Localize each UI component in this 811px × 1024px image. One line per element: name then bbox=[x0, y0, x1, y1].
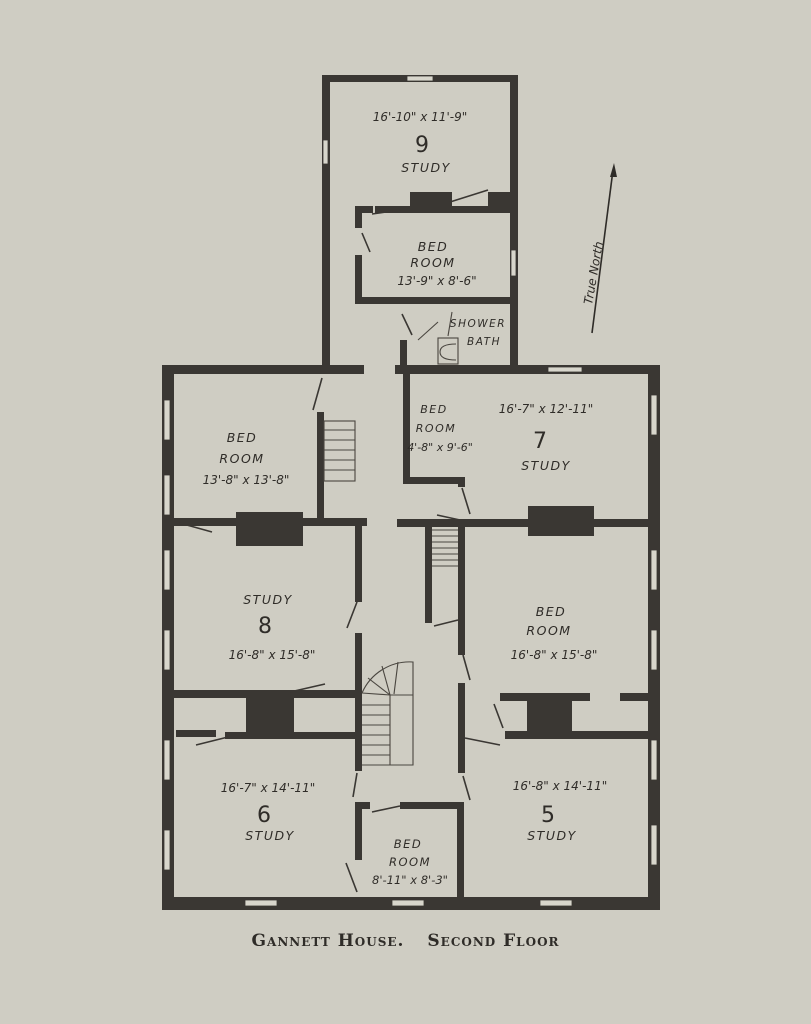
bed-small-label-2: ROOM bbox=[416, 422, 456, 435]
room-7-label: STUDY bbox=[521, 458, 570, 473]
room-6-number: 6 bbox=[257, 803, 271, 828]
true-north-label: True North bbox=[581, 240, 606, 305]
room-9-study: 16'-10" x 11'-9" 9 STUDY bbox=[373, 110, 467, 175]
bed-small-label-1: BED bbox=[420, 403, 447, 416]
bed-room-east: BED ROOM 16'-8" x 15'-8" bbox=[511, 604, 598, 662]
room-5-label: STUDY bbox=[527, 828, 576, 843]
stairs-curved bbox=[361, 661, 414, 766]
shower-label-1: SHOWER bbox=[450, 318, 506, 330]
room-8-label: STUDY bbox=[243, 592, 292, 607]
bed-small-dimensions: 4'-8" x 9'-6" bbox=[407, 441, 473, 454]
bed-room-upper: BED ROOM 13'-9" x 8'-6" bbox=[397, 239, 476, 288]
room-5-dimensions: 16'-8" x 14'-11" bbox=[513, 779, 607, 793]
shower-label-2: BATH bbox=[467, 336, 501, 348]
room-8-dimensions: 16'-8" x 15'-8" bbox=[229, 648, 316, 662]
plan-caption: Gannett House. Second Floor bbox=[0, 931, 811, 951]
bed-nw-label-2: ROOM bbox=[219, 451, 264, 466]
bed-nw-dimensions: 13'-8" x 13'-8" bbox=[203, 473, 290, 487]
bed-nw-label-1: BED bbox=[227, 430, 258, 445]
bed-room-small: BED ROOM 4'-8" x 9'-6" bbox=[407, 403, 473, 454]
room-7-dimensions: 16'-7" x 12'-11" bbox=[499, 402, 593, 416]
bed-upper-dimensions: 13'-9" x 8'-6" bbox=[397, 274, 476, 288]
room-6-dimensions: 16'-7" x 14'-11" bbox=[221, 781, 315, 795]
room-6-study: 16'-7" x 14'-11" 6 STUDY bbox=[221, 781, 315, 843]
shower-bath: SHOWER BATH bbox=[450, 318, 506, 348]
main-block-walls bbox=[162, 365, 660, 910]
bed-east-label-1: BED bbox=[536, 604, 567, 619]
room-6-label: STUDY bbox=[245, 828, 294, 843]
room-9-number: 9 bbox=[415, 133, 429, 158]
room-9-dimensions: 16'-10" x 11'-9" bbox=[373, 110, 467, 124]
north-arrow-line bbox=[591, 169, 614, 334]
caption-building: Gannett House. bbox=[251, 931, 405, 951]
bed-upper-label-1: BED bbox=[418, 239, 449, 254]
room-8-number: 8 bbox=[258, 614, 272, 639]
caption-floor: Second Floor bbox=[427, 931, 560, 951]
north-arrow: True North bbox=[581, 163, 617, 334]
room-8-study: STUDY 8 16'-8" x 15'-8" bbox=[229, 592, 316, 662]
bed-east-label-2: ROOM bbox=[526, 623, 571, 638]
room-5-number: 5 bbox=[541, 803, 555, 828]
room-7-number: 7 bbox=[533, 429, 547, 454]
north-wing-walls bbox=[322, 75, 518, 368]
bed-room-northwest: BED ROOM 13'-8" x 13'-8" bbox=[203, 430, 290, 487]
bed-south-label-1: BED bbox=[394, 837, 423, 851]
room-5-study: 16'-8" x 14'-11" 5 STUDY bbox=[513, 779, 607, 843]
room-9-label: STUDY bbox=[401, 160, 450, 175]
stairs-middle bbox=[432, 529, 458, 567]
room-7-study: 16'-7" x 12'-11" 7 STUDY bbox=[499, 402, 593, 473]
bed-upper-label-2: ROOM bbox=[410, 255, 455, 270]
north-arrow-head-icon bbox=[610, 163, 617, 177]
bed-south-dimensions: 8'-11" x 8'-3" bbox=[372, 873, 448, 887]
bed-east-dimensions: 16'-8" x 15'-8" bbox=[511, 648, 598, 662]
bed-south-label-2: ROOM bbox=[389, 855, 431, 869]
bed-room-south: BED ROOM 8'-11" x 8'-3" bbox=[372, 837, 448, 887]
stairs-north bbox=[323, 420, 356, 482]
